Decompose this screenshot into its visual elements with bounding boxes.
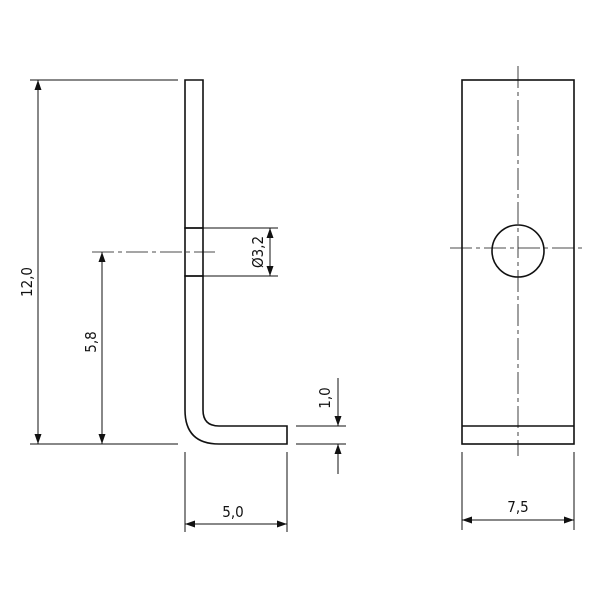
dimension-height-total: 12,0	[18, 79, 178, 445]
dimension-label-height-total: 12,0	[18, 267, 36, 297]
dimension-label-leg-length: 5,0	[222, 503, 243, 521]
profile-upper-section	[184, 79, 204, 229]
dimension-width: 7,5	[461, 452, 575, 530]
dimension-hole-height: 5,8	[82, 252, 106, 444]
dimension-label-thickness: 1,0	[316, 387, 334, 408]
front-view	[450, 66, 586, 456]
dimension-label-hole-diameter: Ø3,2	[249, 236, 267, 268]
dimension-label-hole-height: 5,8	[82, 331, 100, 352]
dimension-label-width: 7,5	[507, 498, 528, 516]
dimension-leg-length: 5,0	[184, 452, 288, 532]
profile-lower-section	[184, 275, 288, 445]
dimension-thickness: 1,0	[296, 378, 346, 474]
dimension-hole-diameter: Ø3,2	[203, 227, 278, 277]
